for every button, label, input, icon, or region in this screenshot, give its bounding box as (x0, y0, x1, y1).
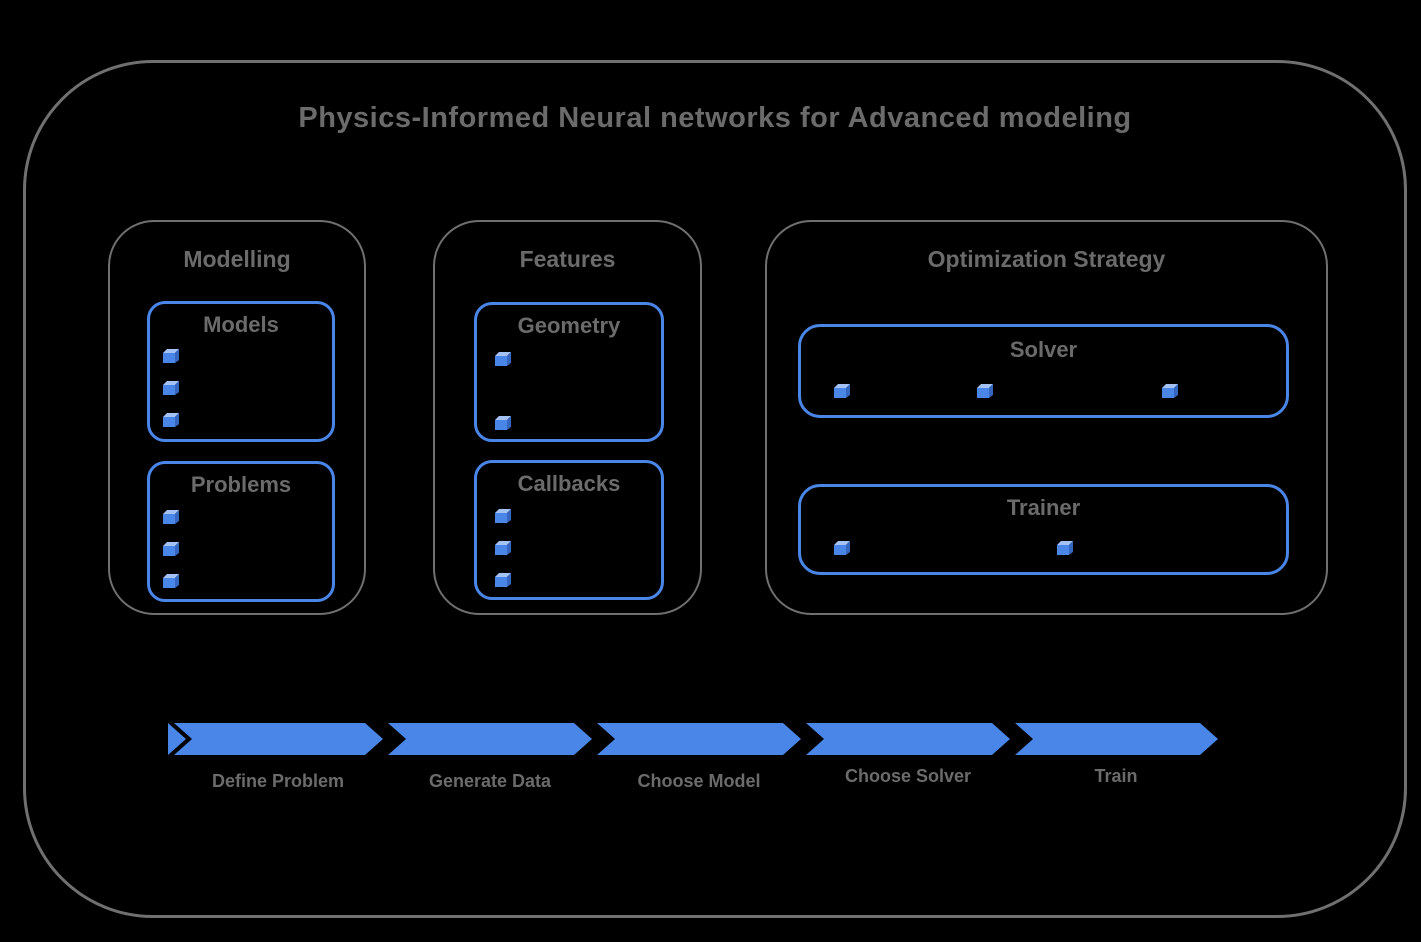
flow-step-generate-data: Generate Data (428, 771, 552, 791)
box-solver: Solver (798, 324, 1289, 418)
flow-step-choose-model: Choose Model (637, 771, 761, 791)
flow-arrow-start-icon (168, 723, 186, 755)
box-geometry-title: Geometry (517, 313, 621, 338)
flow-arrow-segment (174, 723, 383, 755)
section-features: Features Geometry Callbacks (433, 220, 702, 615)
box-callbacks-title: Callbacks (517, 471, 621, 496)
box-callbacks: Callbacks (474, 460, 664, 600)
flow-arrow-segment (806, 723, 1010, 755)
box-solver-title: Solver (1009, 337, 1078, 362)
flow-arrow-segment (1015, 723, 1218, 755)
flow-arrow-segment (597, 723, 801, 755)
box-problems-title: Problems (190, 472, 292, 497)
box-geometry: Geometry (474, 302, 664, 442)
flow-step-choose-solver: Choose Solver (844, 766, 972, 786)
outer-container (23, 60, 1407, 918)
section-modelling: Modelling Models Problems (108, 220, 366, 615)
box-models-title: Models (203, 312, 279, 337)
section-modelling-title: Modelling (183, 246, 291, 272)
flow-arrow-segment (388, 723, 592, 755)
flow-step-train: Train (1094, 766, 1138, 786)
box-models: Models (147, 301, 335, 442)
diagram-title: Physics-Informed Neural networks for Adv… (298, 102, 1132, 134)
section-features-title: Features (519, 246, 616, 272)
box-trainer: Trainer (798, 484, 1289, 575)
section-optimization-strategy: Optimization Strategy Solver Trainer (765, 220, 1328, 615)
section-optimization-title: Optimization Strategy (927, 246, 1166, 272)
box-problems: Problems (147, 461, 335, 602)
flow-step-define-problem: Define Problem (211, 771, 345, 791)
box-trainer-title: Trainer (1006, 495, 1081, 520)
